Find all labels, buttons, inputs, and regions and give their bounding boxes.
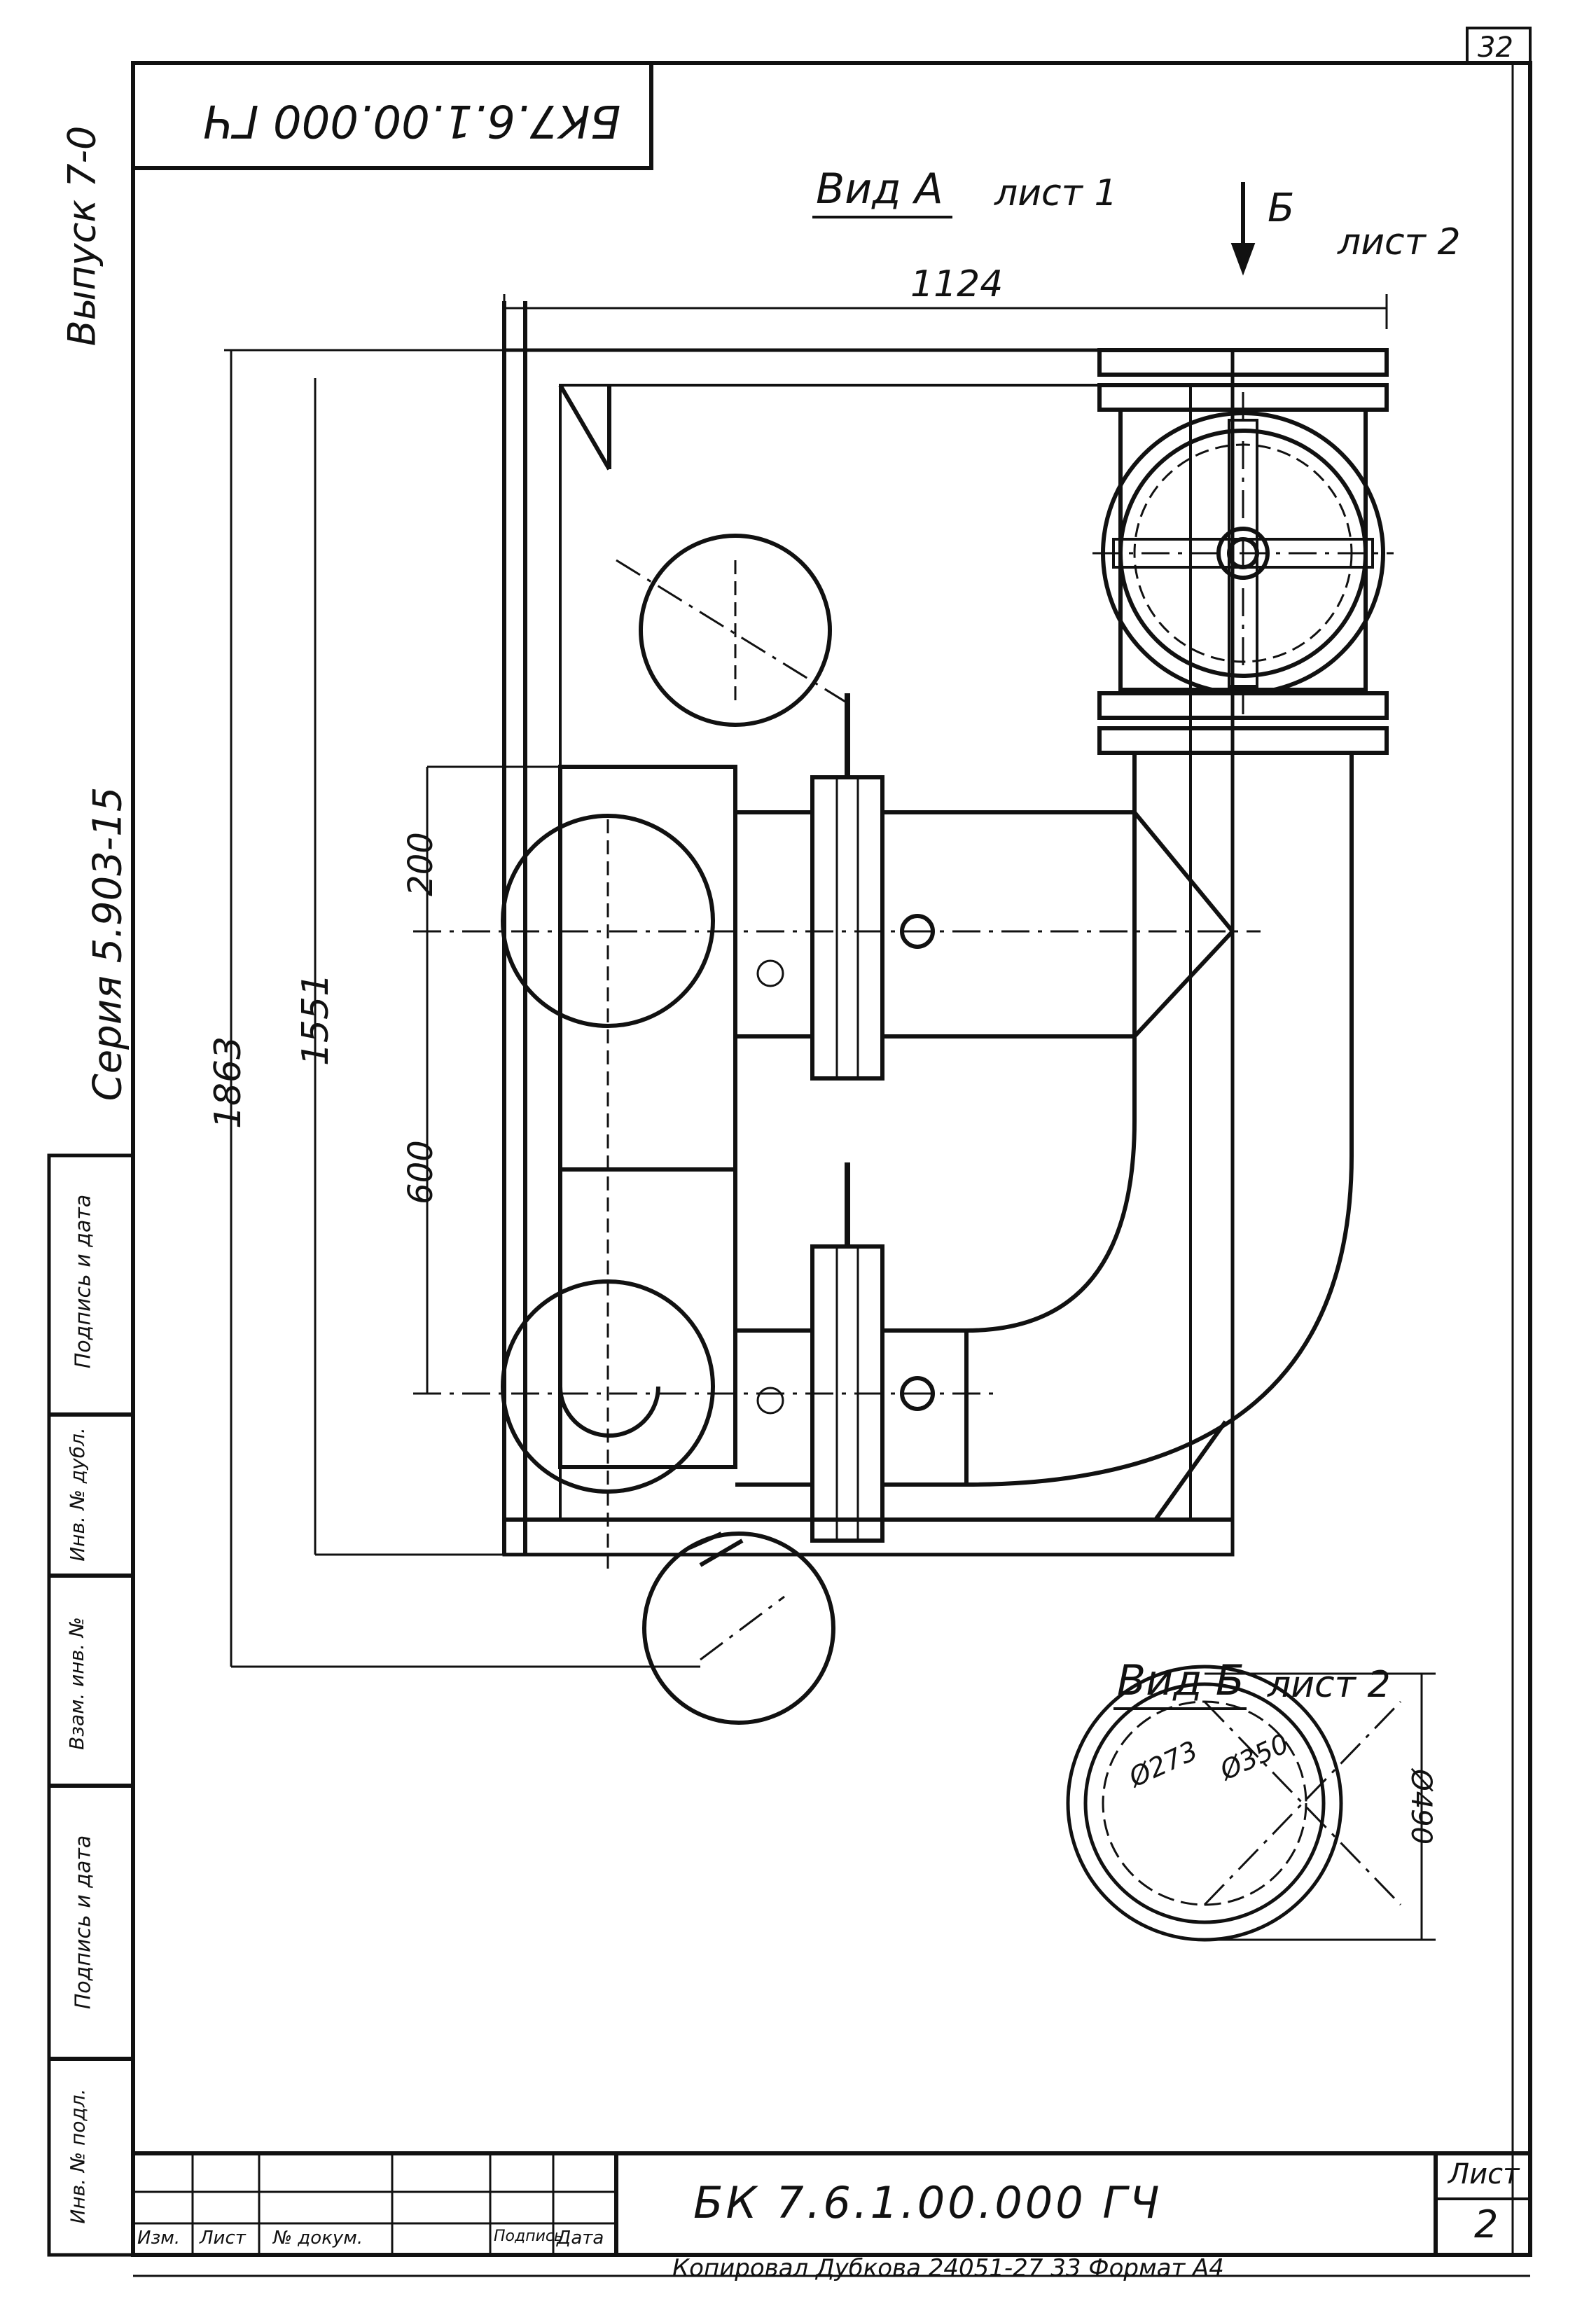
stamp-code-mirrored: БК7.6.1.00.000 ГЧ: [203, 95, 621, 146]
b-sheet: лист 2: [1338, 221, 1461, 263]
left-stamp-vzam-inv: Взам. инв. №: [65, 1616, 89, 1751]
dimension-1863: 1863: [207, 1036, 250, 1130]
vypusk-label: Выпуск 7-0: [60, 125, 104, 347]
section-arrow-b: [1230, 182, 1256, 276]
left-stamp-inv-dubl: Инв. № дубл.: [65, 1427, 89, 1562]
col-list: Лист: [200, 2228, 246, 2249]
view-a-title: Вид А: [816, 165, 943, 214]
left-stamp-strip: [47, 1153, 135, 2257]
b-marker: Б: [1268, 186, 1295, 231]
view-a-drawing: [501, 294, 1389, 1725]
dimension-200: 200: [401, 832, 440, 896]
dimension-1551: 1551: [295, 973, 338, 1067]
dia-490: Ø490: [1404, 1769, 1437, 1845]
dimension-600: 600: [401, 1140, 440, 1204]
left-stamp-sign-date-bottom: Подпись и дата: [71, 1835, 96, 2010]
title-block-sheet-label: Лист: [1448, 2158, 1520, 2190]
sheet-frame: [131, 61, 1532, 2257]
col-izm: Изм.: [137, 2228, 181, 2249]
title-block-code: БК 7.6.1.00.000 ГЧ: [693, 2177, 1163, 2228]
view-b-title: Вид Б: [1117, 1656, 1244, 1705]
left-stamp-sign-date-top: Подпись и дата: [71, 1194, 96, 1369]
sheet-number-box: [1466, 27, 1532, 64]
sheet-number: 32: [1478, 32, 1513, 64]
copy-line: Копировал Дубкова 24051-27 33 Формат А4: [672, 2254, 1224, 2282]
center-lines: [413, 392, 1402, 1906]
title-block-sheet-value: 2: [1474, 2202, 1499, 2246]
title-block: [131, 2151, 1532, 2257]
col-date: Дата: [557, 2228, 604, 2249]
seriya-label: Серия 5.903-15: [85, 786, 131, 1102]
left-stamp-inv-podl: Инв. № подл.: [66, 2088, 90, 2224]
dimension-lines-left: [224, 349, 700, 1668]
view-b-sheet: лист 2: [1268, 1664, 1391, 1706]
top-stamp-box: [131, 61, 653, 170]
col-sign: Подпись: [494, 2228, 563, 2245]
dimension-1124: 1124: [910, 263, 1004, 305]
view-b-drawing: [1066, 1665, 1436, 1942]
col-doc: № докум.: [273, 2228, 363, 2249]
sheet-inner-frame: [1511, 62, 1532, 2256]
view-a-sheet: лист 1: [994, 172, 1118, 214]
